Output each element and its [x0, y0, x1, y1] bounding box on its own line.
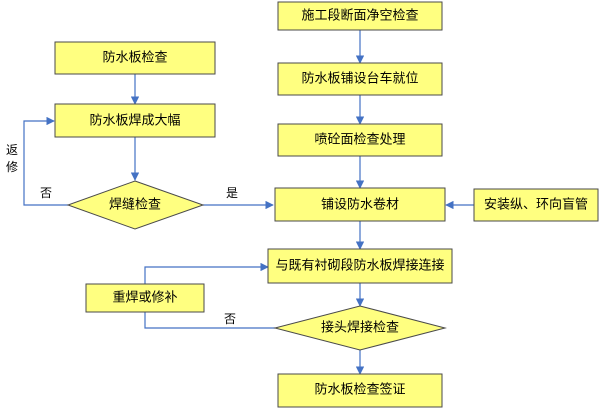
node-n1-label: 施工段断面净空检查 [301, 9, 418, 24]
node-l1-label: 防水板检查 [102, 50, 167, 66]
edge-r2-n5 [144, 262, 269, 284]
edge-l3-l2-return [23, 116, 68, 206]
node-n7-label: 防水板检查签证 [314, 382, 405, 398]
label-return-1: 返 [6, 143, 18, 157]
node-l1: 防水板检查 [54, 41, 216, 75]
node-r1-label: 安装纵、环向盲管 [484, 197, 588, 213]
node-n2-label: 防水板铺设台车就位 [301, 71, 418, 87]
node-n5: 与既有衬砌段防水板焊接连接 [267, 248, 453, 284]
node-n4: 铺设防水卷材 [274, 187, 446, 222]
label-yes: 是 [226, 186, 238, 200]
node-r1: 安装纵、环向盲管 [473, 188, 599, 222]
node-n1: 施工段断面净空检查 [277, 1, 443, 31]
node-n6-label: 接头焊接检查 [321, 320, 399, 336]
label-return-2: 修 [6, 159, 18, 174]
node-n5-label: 与既有衬砌段防水板焊接连接 [275, 258, 444, 274]
node-n3-label: 喷砼面检查处理 [314, 133, 405, 148]
edge-n6-r2-no [144, 312, 275, 329]
label-no-bottom: 否 [224, 312, 236, 326]
node-l2: 防水板焊成大幅 [54, 103, 216, 138]
node-l2-label: 防水板焊成大幅 [89, 113, 180, 129]
node-r2-label: 重焊或修补 [112, 290, 177, 306]
node-n7: 防水板检查签证 [277, 373, 443, 408]
node-r2: 重焊或修补 [85, 283, 205, 313]
node-l3-label: 焊缝检查 [109, 197, 161, 213]
node-l3: 焊缝检查 [66, 180, 205, 230]
label-no-top: 否 [40, 186, 52, 200]
node-n4-label: 铺设防水卷材 [321, 197, 399, 213]
node-n6: 接头焊接检查 [273, 305, 447, 351]
node-n2: 防水板铺设台车就位 [277, 62, 443, 96]
node-n3: 喷砼面检查处理 [277, 123, 443, 157]
